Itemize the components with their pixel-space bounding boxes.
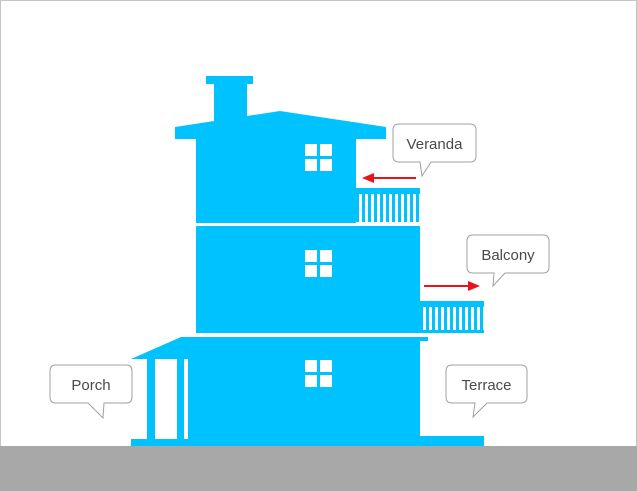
middle-floor [196,226,420,333]
veranda-deck [354,188,420,194]
porch-step [131,439,201,446]
balcony-arrow [424,281,480,291]
veranda-arrow [362,173,416,183]
balcony-base [418,330,484,333]
window [305,250,332,277]
window [305,360,332,387]
porch-label: Porch [71,377,110,394]
terrace-deck [418,436,484,446]
porch-column [188,359,196,443]
ground [0,446,637,491]
porch-column [147,359,155,443]
porch-callout: Porch [49,364,133,420]
balcony-railing [420,307,483,331]
window [305,144,332,171]
balcony-deck [418,301,484,307]
chimney-cap [206,76,253,84]
roof [175,111,386,139]
bottom-floor [196,337,420,446]
terrace-label: Terrace [461,377,511,394]
porch-roof [131,337,428,359]
terrace-callout: Terrace [445,364,528,419]
balcony-callout: Balcony [466,234,550,288]
porch-column [177,359,184,443]
veranda-railing [356,194,419,222]
veranda-callout: Veranda [392,123,477,178]
veranda-label: Veranda [407,136,464,153]
balcony-label: Balcony [481,247,535,264]
house [131,76,484,446]
